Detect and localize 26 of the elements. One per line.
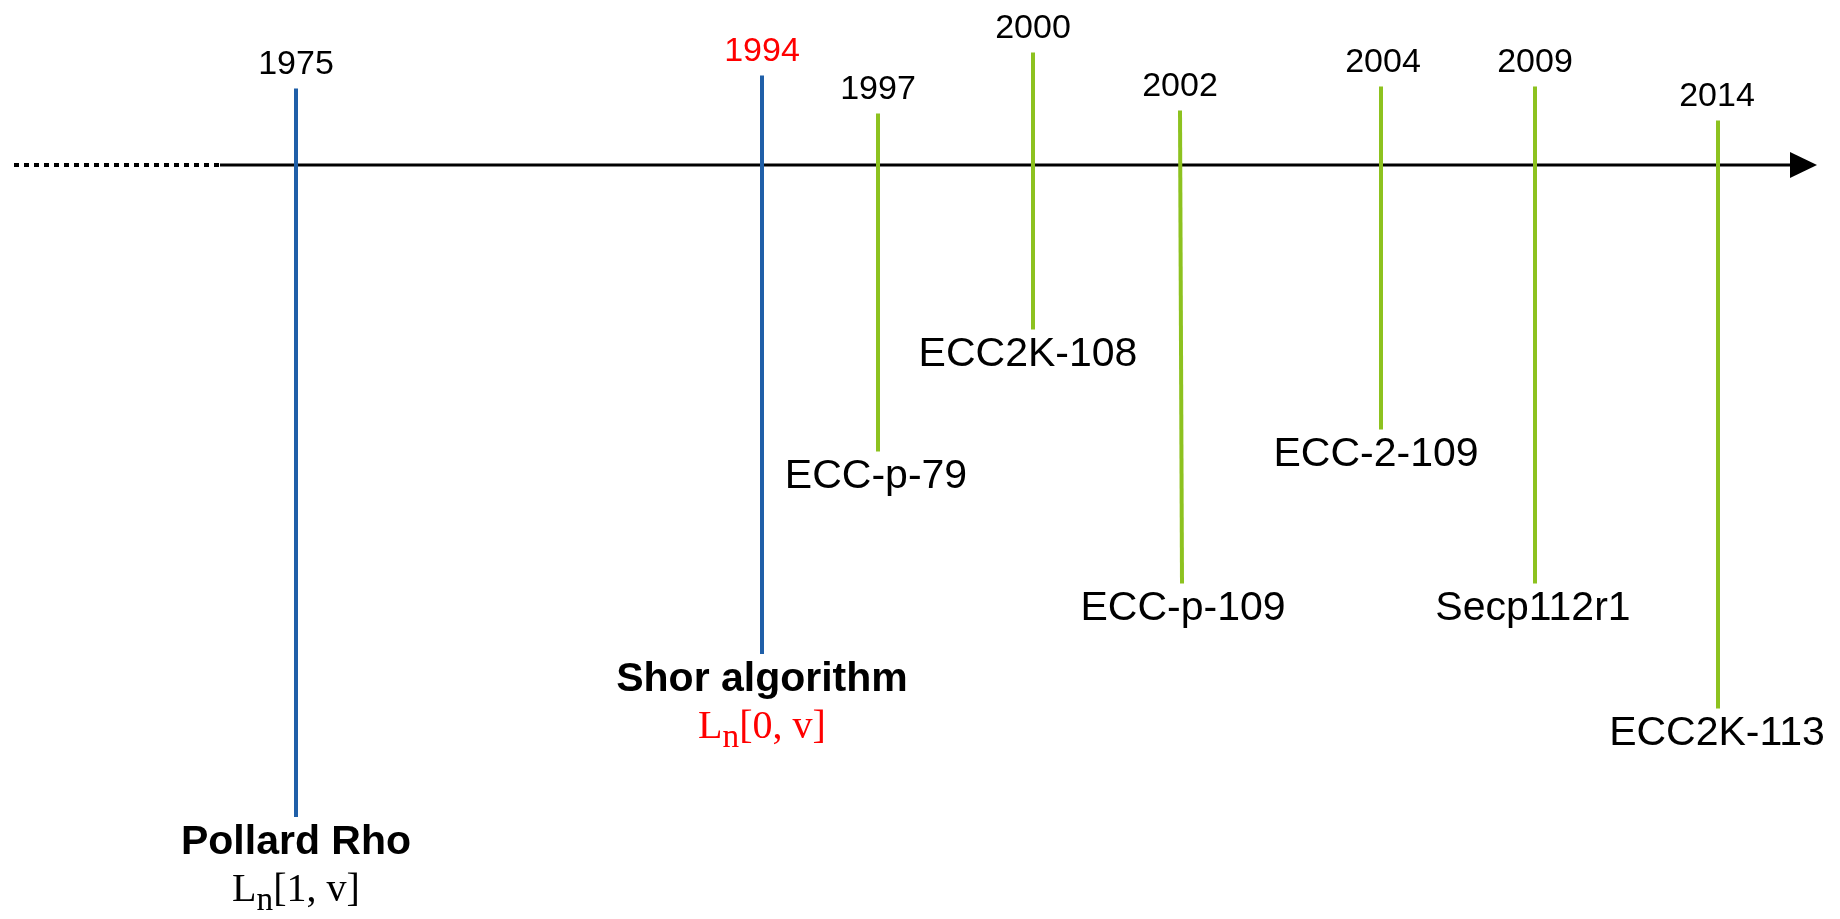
event-line bbox=[1031, 52, 1035, 330]
complexity-formula: L$_{n}$[0, v] bbox=[697, 701, 827, 757]
event-label: ECC-2-109 bbox=[1273, 429, 1479, 477]
year-label: 1975 bbox=[258, 43, 334, 83]
event-label: ECC-p-109 bbox=[1080, 583, 1286, 631]
event-label: ECC2K-113 bbox=[1609, 708, 1825, 756]
event-line bbox=[1533, 86, 1537, 584]
event-line bbox=[1379, 86, 1383, 430]
event-line bbox=[1178, 110, 1184, 584]
year-label: 2002 bbox=[1142, 65, 1218, 105]
event-line bbox=[760, 75, 764, 654]
year-label: 2014 bbox=[1679, 75, 1755, 115]
event-line bbox=[1716, 120, 1720, 709]
complexity-formula: L$_{n}$[1, v] bbox=[231, 864, 361, 919]
year-label: 2009 bbox=[1497, 41, 1573, 81]
year-label: 2000 bbox=[995, 7, 1071, 47]
event-line bbox=[294, 88, 298, 817]
event-label: ECC-p-79 bbox=[784, 451, 968, 499]
event-line bbox=[876, 113, 880, 452]
event-title: Shor algorithm bbox=[616, 653, 908, 702]
event-label: Secp112r1 bbox=[1435, 583, 1631, 631]
event-title: Pollard Rho bbox=[180, 816, 412, 865]
year-label: 2004 bbox=[1345, 41, 1421, 81]
event-label: ECC2K-108 bbox=[918, 329, 1138, 377]
year-label: 1997 bbox=[840, 68, 916, 108]
year-label: 1994 bbox=[724, 30, 800, 70]
